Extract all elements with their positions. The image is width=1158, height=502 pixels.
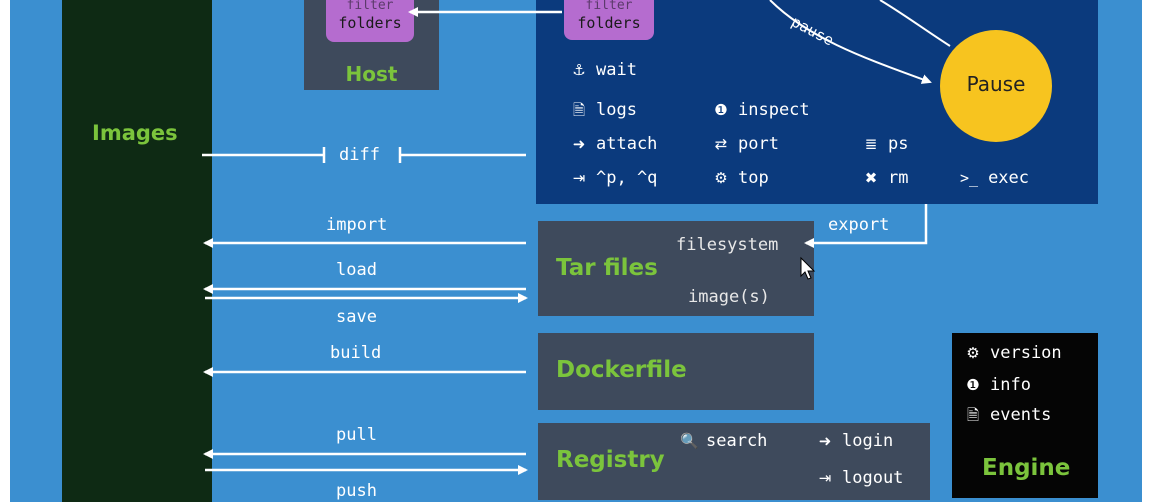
document-icon: 🗎 (572, 101, 586, 119)
cmd-port: ⇄ port (712, 134, 779, 154)
engine-info-label: info (990, 375, 1031, 395)
build-label: build (330, 343, 382, 363)
engine-version: ⚙ version (964, 343, 1062, 363)
cogs-icon: ⚙ (714, 169, 728, 187)
document-icon: 🗎 (966, 406, 980, 424)
container-folders-top-text: filter (585, 0, 633, 10)
list-icon: ≣ (864, 135, 878, 153)
registry-box: Registry 🔍 search ➜ login ⇥ logout (538, 423, 930, 500)
export-arrow (804, 204, 928, 248)
load-label: load (336, 260, 377, 280)
save-label: save (336, 307, 377, 327)
cmd-rm-label: rm (888, 168, 909, 188)
engine-label: Engine (982, 455, 1071, 481)
mouse-cursor (800, 256, 816, 280)
registry-login-label: login (842, 431, 894, 451)
cmd-wait: ⚓ wait (570, 60, 637, 80)
anchor-icon: ⚓ (572, 61, 586, 79)
tar-images-label: image(s) (688, 287, 770, 307)
host-label: Host (345, 62, 398, 86)
registry-logout: ⇥ logout (816, 468, 904, 488)
cmd-wait-label: wait (596, 60, 637, 80)
tar-files-label: Tar files (556, 255, 658, 281)
dockerfile-box: Dockerfile (538, 333, 814, 410)
images-box (62, 0, 212, 502)
registry-login: ➜ login (816, 431, 893, 451)
cmd-top: ⚙ top (712, 168, 769, 188)
registry-label: Registry (556, 447, 665, 473)
cmd-inspect-label: inspect (738, 100, 810, 120)
cmd-logs: 🗎 logs (570, 100, 637, 125)
unpause-arrow (879, 0, 951, 47)
info-icon: ❶ (714, 101, 728, 119)
cmd-exec: >_ exec (960, 168, 1029, 188)
cmd-inspect: ❶ inspect (712, 100, 810, 120)
exchange-icon: ⇄ (714, 135, 728, 153)
cmd-logs-label: logs (596, 100, 637, 120)
close-icon: ✖ (864, 169, 878, 187)
cmd-attach: ➜ attach (570, 134, 658, 154)
host-folders-label: folders (338, 14, 402, 32)
diagram-canvas: Images filter folders Host filter folder… (10, 0, 1142, 502)
cmd-top-label: top (738, 168, 769, 188)
tar-filesystem-label: filesystem (676, 235, 779, 255)
cmd-detach-label: ^p, ^q (596, 168, 658, 188)
sign-out-icon: ⇥ (572, 169, 586, 187)
sign-in-icon: ➜ (818, 432, 832, 450)
container-folders-label: folders (577, 14, 641, 32)
import-label: import (326, 215, 388, 235)
engine-box: ⚙ version ❶ info 🗎 events Engine (952, 333, 1098, 498)
export-label: export (828, 215, 890, 235)
terminal-icon: >_ (960, 169, 979, 187)
diff-label: diff (339, 145, 380, 165)
cmd-ps: ≣ ps (862, 134, 909, 154)
cmd-port-label: port (738, 134, 779, 154)
cmd-ps-label: ps (888, 134, 909, 154)
engine-events-label: events (990, 405, 1052, 425)
tar-files-box: Tar files filesystem image(s) (538, 221, 814, 316)
flow-arrows (202, 0, 951, 475)
cmd-detach: ⇥ ^p, ^q (570, 168, 658, 188)
cmd-rm: ✖ rm (862, 168, 909, 188)
registry-search: 🔍 search (680, 431, 767, 451)
sign-in-icon: ➜ (572, 135, 586, 153)
host-folders: filter folders (326, 0, 414, 42)
engine-version-label: version (990, 343, 1062, 363)
search-icon: 🔍 (680, 432, 699, 450)
pause-arrow (769, 0, 932, 84)
host-folders-top-text: filter (346, 0, 394, 10)
container-folders: filter folders (564, 0, 654, 40)
info-icon: ❶ (966, 376, 980, 394)
images-label: Images (92, 121, 178, 145)
gear-icon: ⚙ (966, 344, 980, 362)
registry-search-label: search (706, 431, 768, 451)
cmd-exec-label: exec (988, 168, 1030, 188)
host-box: filter folders Host (304, 0, 439, 90)
engine-events: 🗎 events (964, 405, 1051, 430)
dockerfile-label: Dockerfile (556, 357, 687, 383)
pause-state-circle: Pause (940, 30, 1052, 142)
pull-label: pull (336, 425, 377, 445)
cmd-attach-label: attach (596, 134, 658, 154)
engine-info: ❶ info (964, 375, 1031, 395)
push-label: push (336, 481, 377, 501)
registry-logout-label: logout (842, 468, 904, 488)
sign-out-icon: ⇥ (818, 469, 832, 487)
